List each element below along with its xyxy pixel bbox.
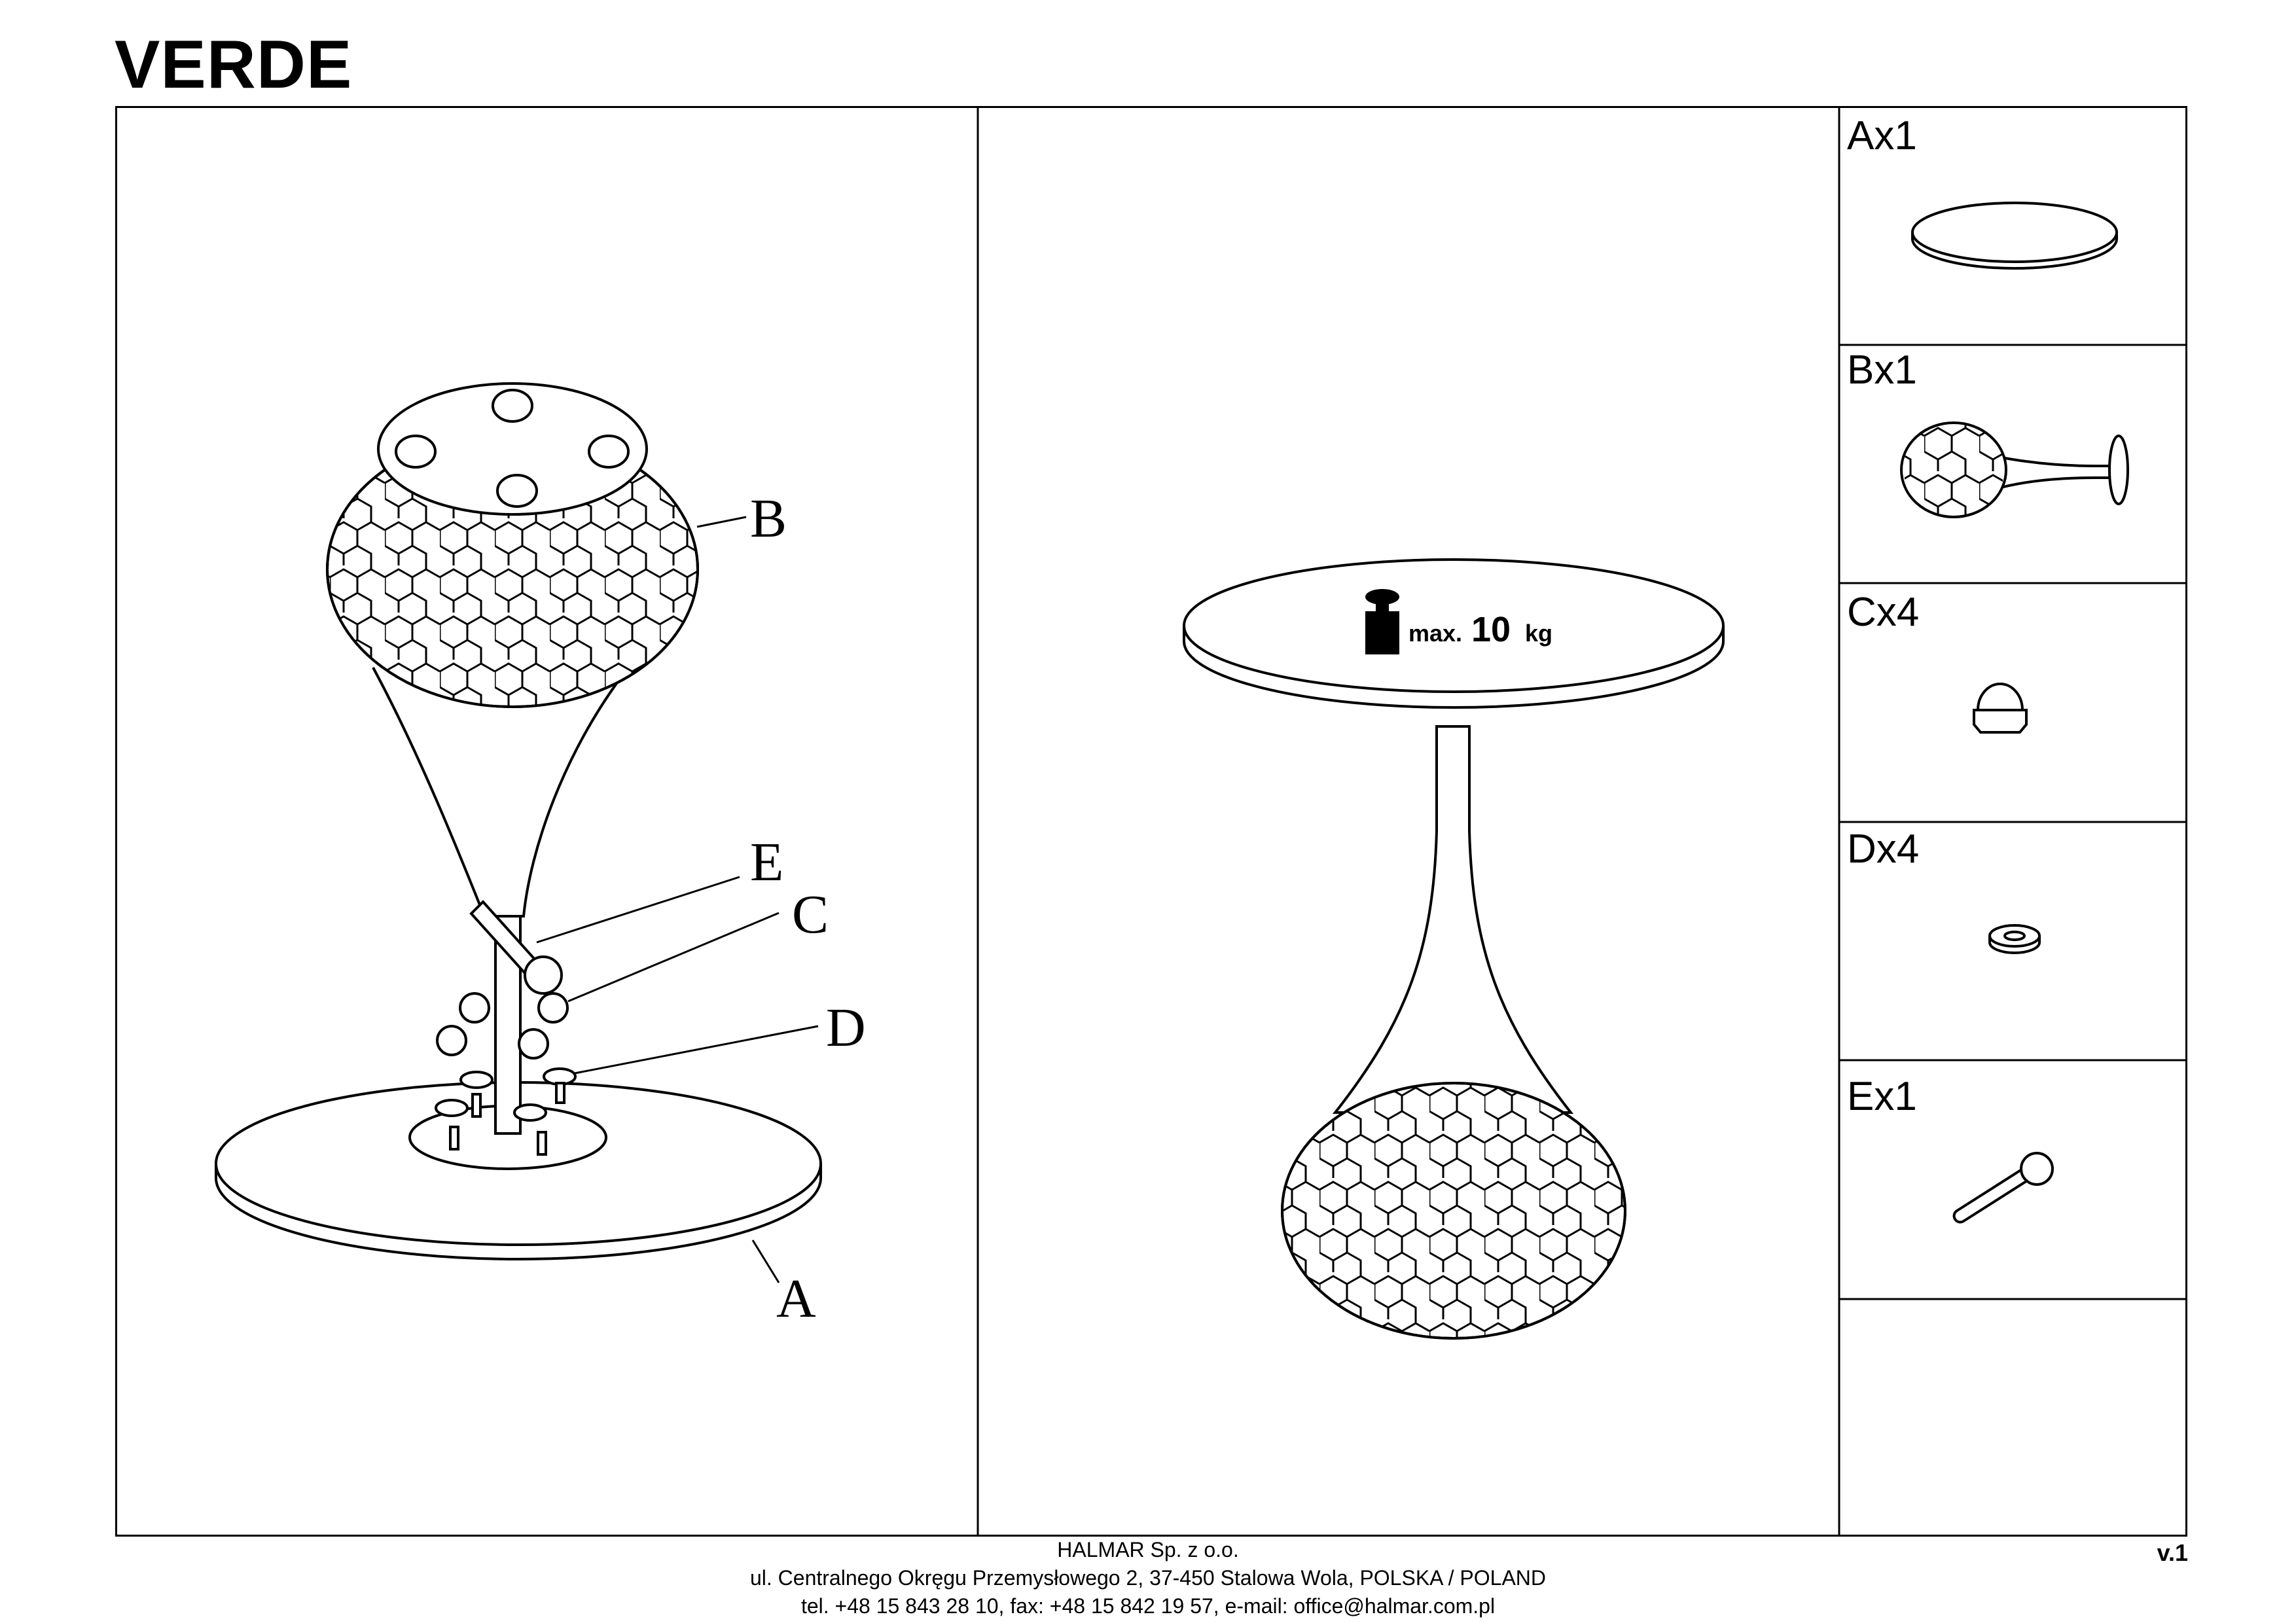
- product-title: VERDE: [115, 27, 353, 103]
- callout-c: C: [792, 884, 829, 945]
- cap-nut-icon: [1973, 683, 2028, 734]
- max-load-prefix: max.: [1408, 620, 1462, 647]
- callout-a: A: [776, 1268, 816, 1329]
- footer-address: ul. Centralnego Okręgu Przemysłowego 2, …: [749, 1566, 1546, 1590]
- washer-icon: [1988, 924, 2041, 954]
- panel-dividers: [977, 106, 2187, 1537]
- max-load-value: 10: [1471, 610, 1511, 649]
- assembled-view: [1183, 558, 1725, 1340]
- part-label-d: Dx4: [1847, 827, 1920, 872]
- callout-d: D: [826, 997, 866, 1058]
- nuts: [436, 992, 569, 1060]
- max-load-unit: kg: [1525, 620, 1552, 647]
- version-label: v.1: [2157, 1539, 2188, 1566]
- weight-icon: [1365, 589, 1399, 654]
- wrench-icon: [1952, 1152, 2054, 1224]
- part-label-c: Cx4: [1847, 590, 1920, 635]
- callout-e: E: [750, 832, 783, 893]
- part-label-a: Ax1: [1847, 113, 1917, 158]
- exploded-view: [215, 382, 822, 1283]
- base-column-icon: [1900, 421, 2129, 518]
- part-label-b: Bx1: [1847, 348, 1917, 393]
- tabletop-icon: [1911, 202, 2118, 270]
- part-label-e: Ex1: [1847, 1074, 1917, 1119]
- footer-company: HALMAR Sp. z o.o.: [1057, 1538, 1239, 1561]
- bolts: [449, 1082, 565, 1156]
- callout-b: B: [750, 488, 787, 549]
- footer-contact: tel. +48 15 843 28 10, fax: +48 15 842 1…: [800, 1594, 1496, 1618]
